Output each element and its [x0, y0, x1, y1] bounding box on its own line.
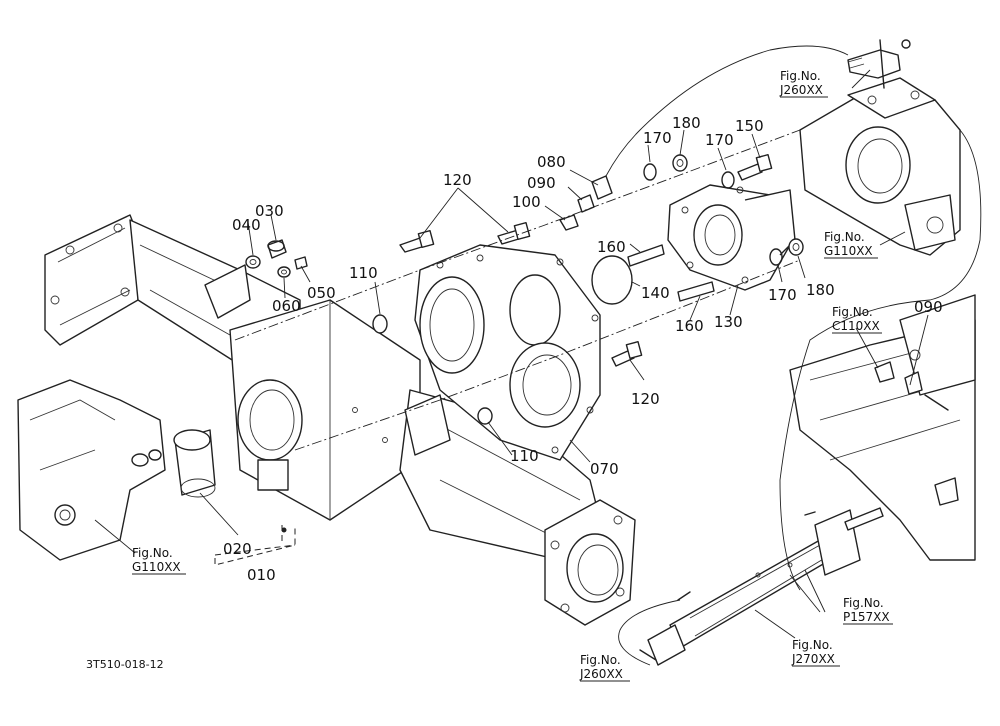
label-100: 100 [512, 193, 541, 211]
svg-text:C110XX: C110XX [832, 319, 880, 333]
svg-text:Fig.No.: Fig.No. [824, 230, 865, 244]
label-070: 070 [590, 460, 619, 478]
axle-housing [44, 214, 636, 626]
svg-text:Fig.No.: Fig.No. [792, 638, 833, 652]
small-hardware [245, 45, 849, 425]
label-020: 020 [223, 540, 252, 558]
group-bracket-010 [214, 525, 296, 566]
label-160-lower: 160 [675, 317, 704, 335]
steering-knuckle [799, 77, 961, 256]
label-120-upper: 120 [443, 171, 472, 189]
label-180-low: 180 [806, 281, 835, 299]
label-030: 030 [255, 202, 284, 220]
cover-130 [667, 184, 796, 291]
svg-text:Fig.No.: Fig.No. [780, 69, 821, 83]
fig-ref-j270xx: Fig.No. J270XX [791, 638, 840, 667]
leader-lines [94, 69, 929, 639]
label-090-top: 090 [527, 174, 556, 192]
label-170-left: 170 [643, 129, 672, 147]
fig-ref-g110xx-right: Fig.No. G110XX [824, 230, 878, 259]
svg-text:J260XX: J260XX [779, 83, 823, 97]
svg-text:J270XX: J270XX [791, 652, 835, 666]
label-150: 150 [735, 117, 764, 135]
assembly-center-lines [214, 129, 801, 556]
fig-ref-j260xx-bottom: Fig.No. J260XX [579, 653, 630, 682]
label-120-lower: 120 [631, 390, 660, 408]
label-090-right: 090 [914, 298, 943, 316]
tractor-frame [789, 294, 976, 561]
label-160-upper: 160 [597, 238, 626, 256]
svg-text:Fig.No.: Fig.No. [132, 546, 173, 560]
svg-text:P157XX: P157XX [843, 610, 890, 624]
drawing-code: 3T510-018-12 [86, 658, 164, 671]
label-080: 080 [537, 153, 566, 171]
label-010: 010 [247, 566, 276, 584]
svg-text:G110XX: G110XX [824, 244, 873, 258]
label-110-lower: 110 [510, 447, 539, 465]
svg-text:J260XX: J260XX [579, 667, 623, 681]
tie-rod-end-top [847, 39, 911, 89]
label-170-low: 170 [768, 286, 797, 304]
fig-ref-j260xx-top: Fig.No. J260XX [779, 69, 828, 98]
label-110-upper: 110 [349, 264, 378, 282]
label-050: 050 [307, 284, 336, 302]
reference-connectors [618, 129, 982, 666]
figure-references: Fig.No. J260XX Fig.No. G110XX Fig.No. C1… [132, 69, 893, 682]
bushing-020 [173, 429, 216, 498]
fig-ref-g110xx-left: Fig.No. G110XX [132, 546, 186, 575]
svg-text:Fig.No.: Fig.No. [843, 596, 884, 610]
part-number-labels: 030 040 050 060 110 120 080 090 100 140 … [223, 114, 943, 584]
left-support-bracket [17, 379, 166, 561]
svg-text:Fig.No.: Fig.No. [832, 305, 873, 319]
label-060: 060 [272, 297, 301, 315]
label-180-top: 180 [672, 114, 701, 132]
label-170-mid: 170 [705, 131, 734, 149]
gear-case-070 [414, 244, 601, 461]
label-040: 040 [232, 216, 261, 234]
svg-text:G110XX: G110XX [132, 560, 181, 574]
svg-text:Fig.No.: Fig.No. [580, 653, 621, 667]
label-140: 140 [641, 284, 670, 302]
label-130: 130 [714, 313, 743, 331]
fig-ref-p157xx: Fig.No. P157XX [843, 596, 893, 625]
o-ring-140 [591, 255, 633, 305]
tie-rod-assembly [639, 507, 884, 666]
fig-ref-c110xx: Fig.No. C110XX [832, 305, 882, 334]
